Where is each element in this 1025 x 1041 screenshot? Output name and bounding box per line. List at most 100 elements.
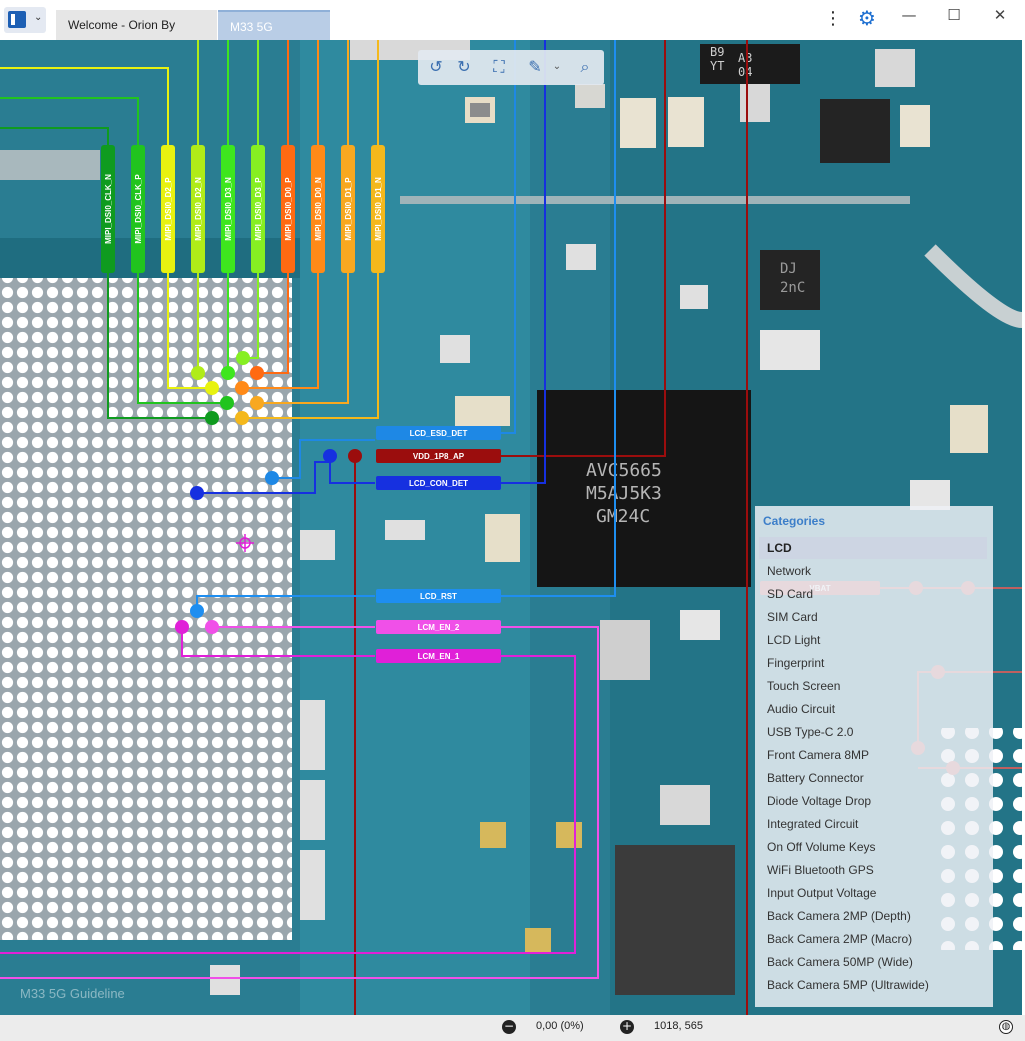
ic-chip-corner (700, 44, 800, 84)
board-view: AVC5665 M5AJ5K3 GM24C DJ 2nC A3 04 B9 YT (0, 40, 1022, 1015)
rotation-readout: 0,00 (0%) (536, 1020, 584, 1032)
mipi-tag[interactable] (311, 145, 325, 273)
category-item[interactable]: LCD (759, 537, 987, 559)
rotate-left-icon[interactable]: ↺ (429, 57, 443, 76)
mipi-tag[interactable] (341, 145, 355, 273)
mipi-label-group: MIPI_DSI0_CLK_N MIPI_DSI0_CLK_P MIPI_DSI0_… (101, 145, 385, 273)
mipi-tag-label: MIPI_DSI0_CLK_N (104, 174, 113, 244)
app-menu-button[interactable]: ⌄ (4, 7, 46, 33)
mipi-tag-label: MIPI_DSI0_D1_N (374, 177, 383, 241)
chip-marking: M5AJ5K3 (586, 483, 662, 504)
mipi-tag-label: MIPI_DSI0_D3_N (224, 177, 233, 241)
chip-marking: 04 (738, 65, 752, 79)
category-item[interactable]: Back Camera 2MP (Depth) (767, 909, 911, 923)
chip-marking: A3 (738, 51, 752, 65)
app-logo-icon (8, 11, 26, 28)
chip-marking: 2nC (780, 280, 805, 296)
mipi-tag-label: MIPI_DSI0_D2_N (194, 177, 203, 241)
category-item[interactable]: Back Camera 50MP (Wide) (767, 955, 913, 969)
category-item[interactable]: Diode Voltage Drop (767, 794, 872, 808)
chip-marking: GM24C (596, 506, 650, 527)
cursor-coordinates: 1018, 565 (654, 1020, 703, 1032)
mipi-tag-label: MIPI_DSI0_D0_N (314, 177, 323, 241)
category-item[interactable]: Input Output Voltage (767, 886, 877, 900)
tab-welcome[interactable]: Welcome - Orion By ESTECH (56, 10, 217, 62)
category-item[interactable]: Battery Connector (767, 771, 864, 785)
bga-ball-grid (0, 278, 292, 940)
more-options-icon[interactable]: ⋮ (824, 8, 842, 29)
draw-tool-icon[interactable]: ✎ (528, 57, 542, 76)
chip-marking: AVC5665 (586, 460, 662, 481)
status-bar: − 0,00 (0%) + 1018, 565 ◍ (0, 1015, 1025, 1041)
signal-tag[interactable] (376, 476, 501, 490)
category-item[interactable]: LCD Light (767, 633, 821, 647)
signal-tag-label: LCD_ESD_DET (410, 429, 468, 438)
mipi-traces (0, 40, 379, 419)
crosshair-icon (236, 534, 254, 552)
category-item[interactable]: Network (767, 564, 812, 578)
mipi-tag-label: MIPI_DSI0_D0_P (284, 177, 293, 241)
bga-edge (0, 238, 300, 278)
mipi-tag-label: MIPI_DSI0_CLK_P (134, 174, 143, 244)
gear-icon[interactable]: ⚙ (858, 6, 876, 30)
tab-m33-guideline[interactable]: M33 5G Guideline (218, 10, 330, 64)
mipi-tag-label: MIPI_DSI0_D3_P (254, 177, 263, 241)
zoom-out-icon[interactable]: − (502, 1019, 516, 1034)
chip-marking: DJ (780, 261, 797, 277)
mipi-tag[interactable] (191, 145, 205, 273)
chevron-down-icon: ⌄ (34, 12, 43, 23)
ic-chip-main (537, 390, 751, 587)
board-watermark: M33 5G Guideline (20, 986, 125, 1001)
signal-tag-label: LCM_EN_2 (418, 623, 460, 632)
close-button[interactable]: ✕ (993, 6, 1007, 24)
category-item[interactable]: Fingerprint (767, 656, 825, 670)
category-item[interactable]: USB Type-C 2.0 (767, 725, 854, 739)
chip-marking: B9 (710, 45, 724, 59)
smd-components (0, 40, 1022, 995)
signal-tag[interactable] (376, 426, 501, 440)
category-item[interactable]: SIM Card (767, 610, 818, 624)
signal-tag-label: LCD_CON_DET (409, 479, 468, 488)
title-bar: ⌄ Welcome - Orion By ESTECH M33 5G Guide… (0, 0, 1025, 64)
signal-tag[interactable] (376, 620, 501, 634)
categories-title: Categories (763, 514, 826, 528)
signal-tag[interactable] (376, 589, 501, 603)
mipi-tag[interactable] (101, 145, 115, 273)
category-item[interactable]: Touch Screen (767, 679, 841, 693)
board-canvas[interactable]: AVC5665 M5AJ5K3 GM24C DJ 2nC A3 04 B9 YT (0, 40, 1022, 1015)
signal-tag[interactable] (376, 449, 501, 463)
mipi-tag[interactable] (161, 145, 175, 273)
category-item[interactable]: Integrated Circuit (767, 817, 859, 831)
fit-screen-icon[interactable]: ⛶ (493, 57, 505, 76)
maximize-button[interactable]: ☐ (947, 6, 961, 24)
signal-tag-label: LCM_EN_1 (418, 652, 460, 661)
globe-icon[interactable]: ◍ (999, 1020, 1013, 1034)
mipi-tag-label: MIPI_DSI0_D2_P (164, 177, 173, 241)
floating-toolbar: ↺ ↻ ⛶ ✎ ⌄ ⌕ (418, 50, 604, 85)
category-item[interactable]: Back Camera 2MP (Macro) (767, 932, 913, 946)
rotate-right-icon[interactable]: ↻ (457, 57, 471, 76)
ic-chip-large (615, 845, 735, 995)
mipi-tag[interactable] (251, 145, 265, 273)
category-item[interactable]: Front Camera 8MP (767, 748, 870, 762)
signal-tag[interactable] (376, 649, 501, 663)
category-item[interactable]: SD Card (767, 587, 814, 601)
category-item[interactable]: Back Camera 5MP (Ultrawide) (767, 978, 929, 992)
mipi-tag[interactable] (221, 145, 235, 273)
zoom-in-icon[interactable]: + (620, 1019, 634, 1034)
mipi-tag[interactable] (371, 145, 385, 273)
ic-chip-dj (760, 250, 820, 310)
category-item[interactable]: WiFi Bluetooth GPS (767, 863, 874, 877)
ic-chip-small (820, 99, 890, 163)
chevron-down-icon[interactable]: ⌄ (552, 61, 562, 72)
category-item[interactable]: Audio Circuit (767, 702, 836, 716)
chip-marking: YT (710, 59, 724, 73)
signal-tag-label: LCD_RST (420, 592, 457, 601)
mipi-tag[interactable] (131, 145, 145, 273)
category-item[interactable]: On Off Volume Keys (767, 840, 876, 854)
minimize-button[interactable]: — (901, 6, 917, 24)
search-icon[interactable]: ⌕ (580, 57, 590, 76)
mipi-tag-label: MIPI_DSI0_D1_P (344, 177, 353, 241)
mipi-tag[interactable] (281, 145, 295, 273)
